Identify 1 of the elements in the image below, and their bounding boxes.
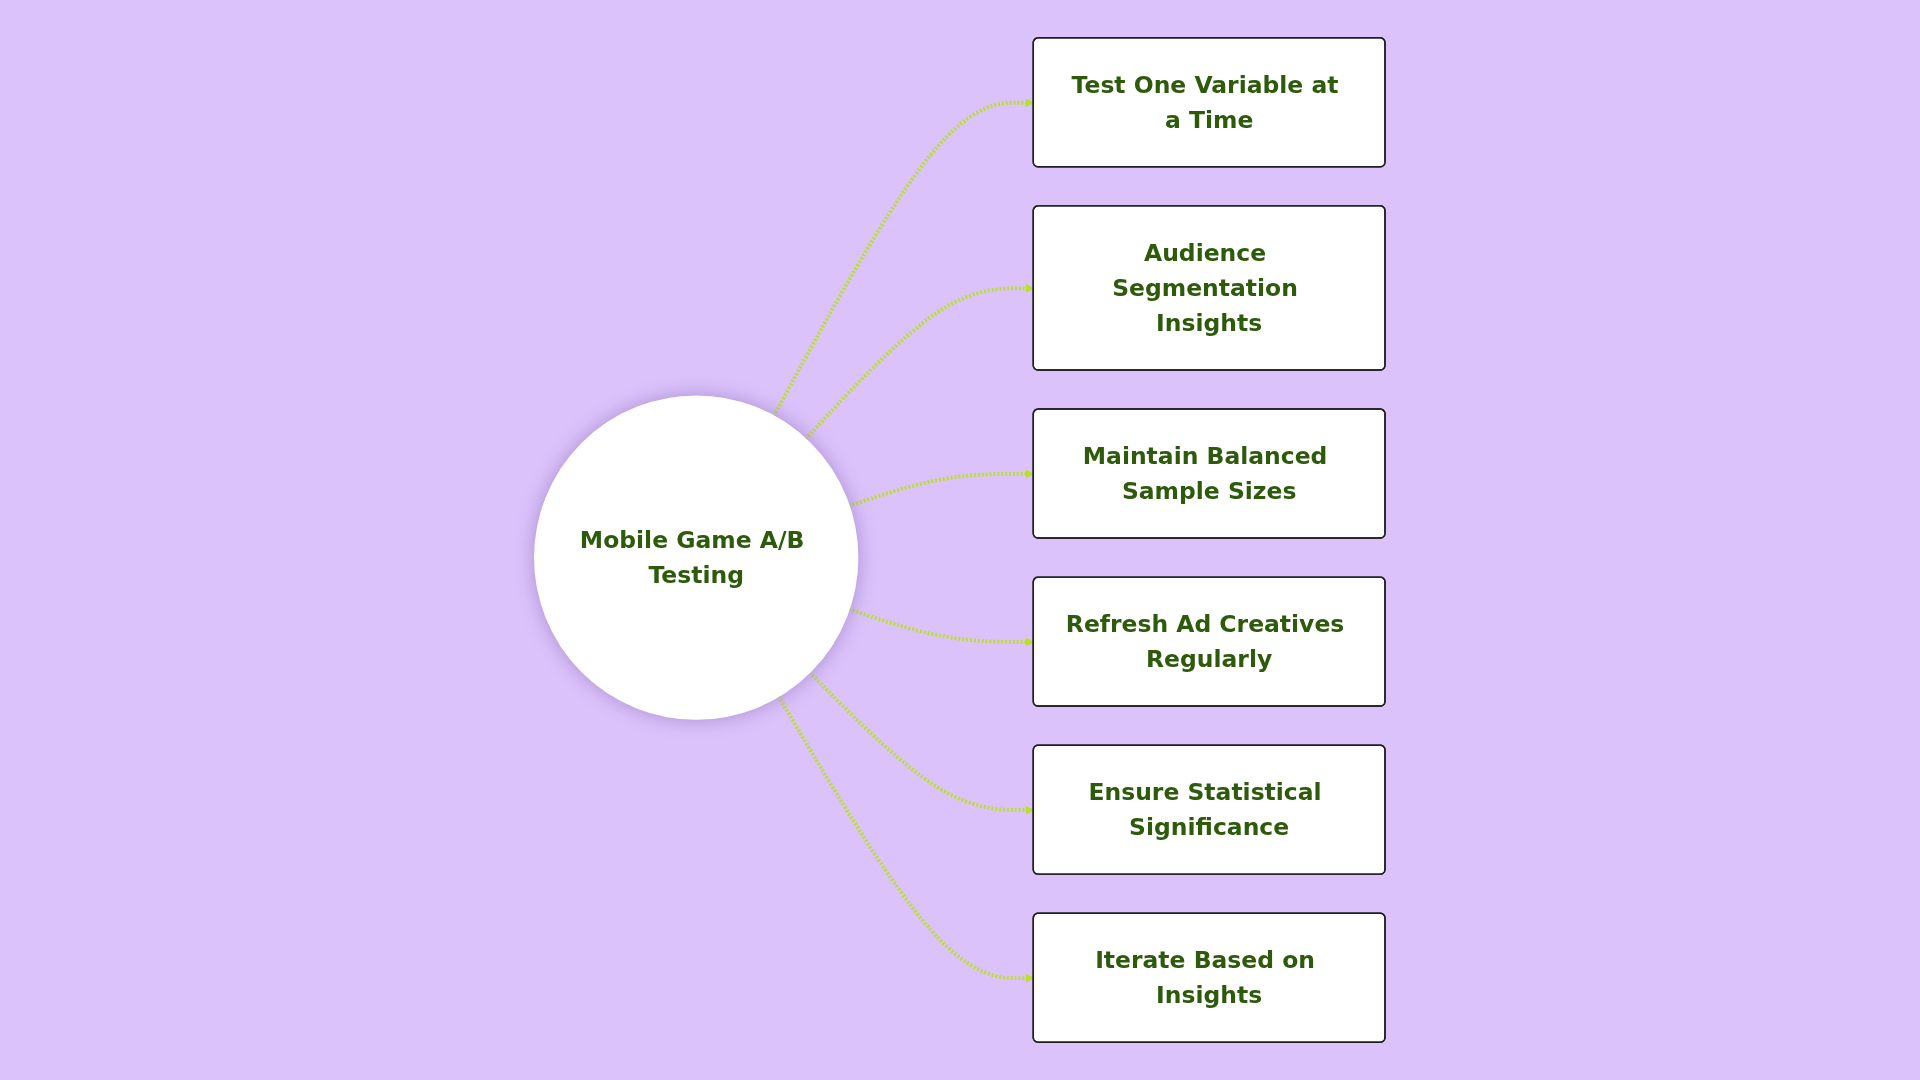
node-circle: Mobile Game A/B Testing — [534, 395, 859, 720]
